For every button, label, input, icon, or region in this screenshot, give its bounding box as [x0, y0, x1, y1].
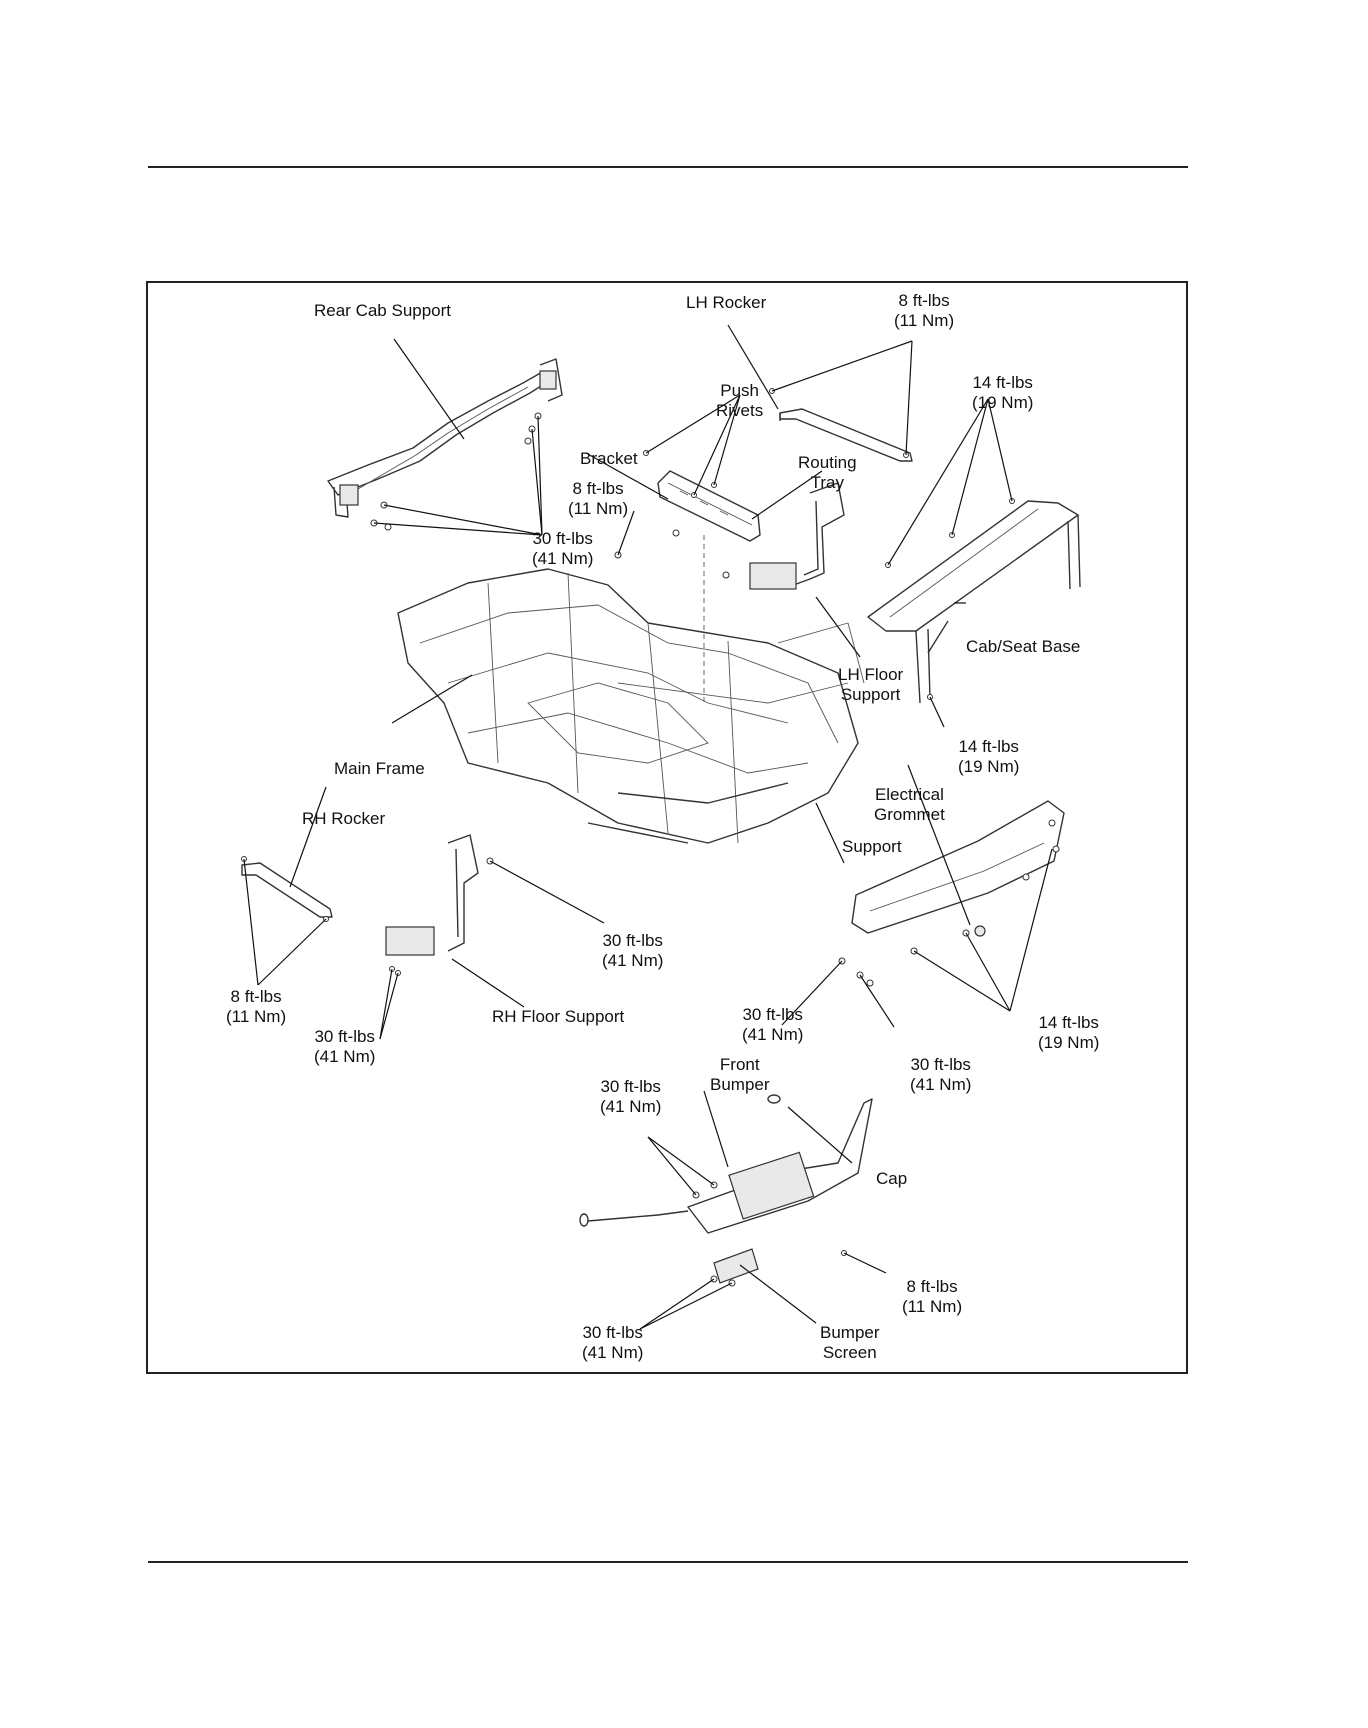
- label-torque-30-bumper-bottom: 30 ft-lbs(41 Nm): [582, 1323, 644, 1362]
- label-torque-30-rear: 30 ft-lbs(41 Nm): [532, 529, 594, 568]
- lh-floor-support-part: [749, 482, 845, 590]
- label-cap: Cap: [876, 1169, 908, 1188]
- label-torque-8-screen: 8 ft-lbs(11 Nm): [902, 1277, 963, 1316]
- rh-rocker-part: [241, 862, 333, 918]
- label-torque-30-support-right: 30 ft-lbs(41 Nm): [910, 1055, 972, 1094]
- main-frame-part: [397, 535, 865, 844]
- label-torque-8-bracket: 8 ft-lbs(11 Nm): [568, 479, 629, 518]
- label-rh-floor-support: RH Floor Support: [492, 1007, 625, 1026]
- label-torque-8-rh-rocker: 8 ft-lbs(11 Nm): [226, 987, 287, 1026]
- routing-tray-part: [657, 470, 761, 542]
- exploded-frame-diagram: Rear Cab Support LH Rocker 8 ft-lbs(11 N…: [146, 281, 1188, 1374]
- label-torque-8-top: 8 ft-lbs(11 Nm): [894, 291, 955, 330]
- label-torque-30-rh-floor: 30 ft-lbs(41 Nm): [602, 931, 664, 970]
- fasteners: [241, 388, 1060, 1287]
- label-lh-rocker: LH Rocker: [686, 293, 767, 312]
- footer-rule: [148, 1561, 1188, 1563]
- lh-rocker-part: [779, 408, 913, 462]
- label-torque-30-support-left: 30 ft-lbs(41 Nm): [742, 1005, 804, 1044]
- leader-lines: [243, 324, 1053, 1330]
- electrical-grommet-shape: [974, 925, 986, 937]
- label-torque-14-top: 14 ft-lbs(19 Nm): [972, 373, 1034, 412]
- label-torque-30-rh-floor-left: 30 ft-lbs(41 Nm): [314, 1027, 376, 1066]
- support-part: [851, 800, 1065, 937]
- header-rule: [148, 166, 1188, 168]
- diagram-drawing: [241, 324, 1081, 1330]
- label-cab-seat-base: Cab/Seat Base: [966, 637, 1081, 656]
- label-bracket: Bracket: [580, 449, 638, 468]
- front-bumper-part: [579, 1094, 873, 1234]
- rear-cab-support-part: [327, 358, 563, 518]
- label-support: Support: [842, 837, 902, 856]
- label-rear-cab-support: Rear Cab Support: [314, 301, 452, 320]
- rh-floor-support-part: [385, 834, 479, 956]
- label-main-frame: Main Frame: [334, 759, 425, 778]
- label-rh-rocker: RH Rocker: [302, 809, 386, 828]
- label-torque-30-bumper-top: 30 ft-lbs(41 Nm): [600, 1077, 662, 1116]
- label-torque-14-seat: 14 ft-lbs(19 Nm): [958, 737, 1020, 776]
- cab-seat-base-part: [867, 500, 1081, 704]
- label-torque-14-support: 14 ft-lbs(19 Nm): [1038, 1013, 1100, 1052]
- bumper-screen-part: [713, 1248, 759, 1284]
